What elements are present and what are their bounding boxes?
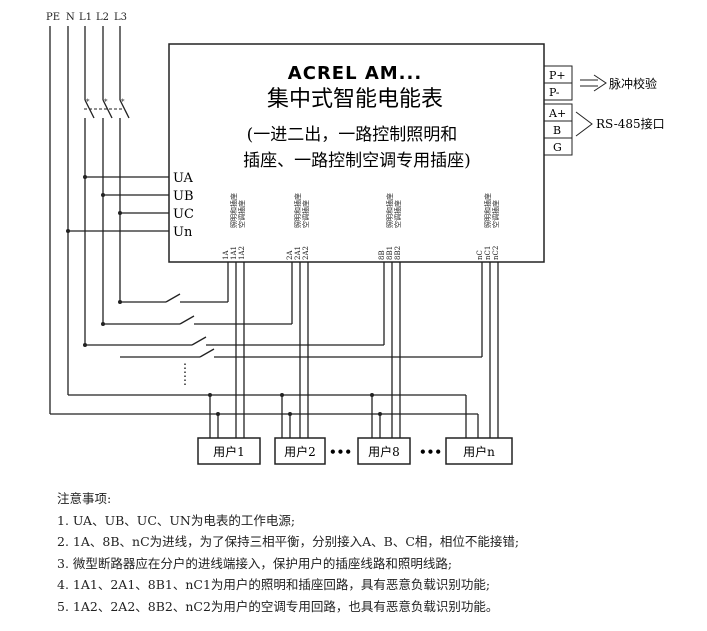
meter-model: ACREL AM... xyxy=(288,63,422,84)
user-box-8: 用户8 xyxy=(357,437,411,465)
svg-text:1A: 1A xyxy=(222,250,230,260)
bus-label-l3: L3 xyxy=(114,12,127,23)
user-label-n: 用户n xyxy=(463,444,495,459)
note-1: 1. UA、UB、UC、UN为电表的工作电源; xyxy=(57,512,296,528)
feeder-breakers: ⋮ ⋮ xyxy=(83,293,482,387)
terminal-group-n: nC nC1 nC2 照明和插座 空调插座 xyxy=(476,193,500,260)
bus-label-l1: L1 xyxy=(79,12,92,23)
svg-text:2A1: 2A1 xyxy=(294,246,302,260)
input-un: Un xyxy=(173,225,193,240)
rs485-label: RS-485接口 xyxy=(596,116,665,131)
svg-text:*: * xyxy=(104,98,108,106)
svg-text:空调插座: 空调插座 xyxy=(491,200,500,228)
note-3: 3. 微型断路器应在分户的进线端接入，保护用户的插座线路和照明线路; xyxy=(57,555,453,571)
note-4: 4. 1A1、2A1、8B1、nC1为用户的照明和插座回路，具有恶意负载识别功能… xyxy=(57,577,491,592)
meter-desc-line2: 插座、一路控制空调专用插座) xyxy=(243,151,471,171)
svg-text:nC: nC xyxy=(476,250,484,260)
note-5: 5. 1A2、2A2、8B2、nC2为用户的空调专用回路，也具有恶意负载识别功能… xyxy=(57,598,499,614)
svg-text:2A2: 2A2 xyxy=(302,246,310,260)
svg-text:*: * xyxy=(121,98,125,106)
notes-section: 注意事项: 1. UA、UB、UC、UN为电表的工作电源; 2. 1A、8B、n… xyxy=(57,488,519,617)
svg-text:空调插座: 空调插座 xyxy=(393,200,402,228)
user-label-1: 用户1 xyxy=(213,444,245,459)
input-ub: UB xyxy=(173,189,194,204)
svg-text:8B2: 8B2 xyxy=(394,246,402,260)
bus-lines xyxy=(49,26,121,414)
ellipsis-1: ••• xyxy=(329,445,352,459)
ellipsis-2: ••• xyxy=(419,445,442,459)
svg-text:照明和插座: 照明和插座 xyxy=(385,193,394,228)
svg-text:空调插座: 空调插座 xyxy=(301,200,310,228)
terminal-group-1: 1A 1A1 1A2 照明和插座 空调插座 xyxy=(222,193,246,260)
terminal-drops xyxy=(227,262,499,438)
svg-text:照明和插座: 照明和插座 xyxy=(483,193,492,228)
main-breaker: * * * xyxy=(84,98,130,119)
svg-text:8B: 8B xyxy=(378,250,386,260)
user-label-8: 用户8 xyxy=(368,444,400,459)
input-uc: UC xyxy=(173,207,194,222)
wiring-diagram: PE N L1 L2 L3 * * * ACREL AM... 集中式智能电能 xyxy=(46,12,665,465)
neutral-pe-distribution xyxy=(50,393,479,438)
bus-label-n: N xyxy=(66,12,75,23)
port-p-minus: P- xyxy=(549,86,560,99)
svg-text:nC2: nC2 xyxy=(492,246,500,260)
svg-text:2A: 2A xyxy=(286,250,294,260)
svg-text:照明和插座: 照明和插座 xyxy=(293,193,302,228)
bus-label-pe: PE xyxy=(46,12,60,23)
port-a-plus: A+ xyxy=(548,107,566,120)
user-box-n: 用户n xyxy=(445,437,513,465)
svg-text:nC1: nC1 xyxy=(484,246,492,260)
port-block xyxy=(543,65,573,156)
svg-text:8B1: 8B1 xyxy=(386,246,394,260)
terminal-group-2: 2A 2A1 2A2 照明和插座 空调插座 xyxy=(286,193,310,260)
port-p-plus: P+ xyxy=(549,69,566,82)
user-box-2: 用户2 xyxy=(274,437,326,465)
notes-title: 注意事项: xyxy=(57,491,112,506)
terminal-group-8: 8B 8B1 8B2 照明和插座 空调插座 xyxy=(378,193,402,260)
svg-text:1A1: 1A1 xyxy=(230,246,238,260)
svg-text:⋮: ⋮ xyxy=(179,361,191,375)
input-ua: UA xyxy=(173,171,194,186)
pulse-arrow xyxy=(580,74,607,92)
port-g: G xyxy=(553,141,562,154)
pulse-label: 脉冲校验 xyxy=(609,76,657,91)
meter-title: 集中式智能电能表 xyxy=(267,87,443,112)
svg-text:照明和插座: 照明和插座 xyxy=(229,193,238,228)
svg-text:空调插座: 空调插座 xyxy=(237,200,246,228)
note-2: 2. 1A、8B、nC为进线，为了保持三相平衡，分别接入A、B、C相，相位不能接… xyxy=(57,534,520,549)
meter-box xyxy=(168,43,545,263)
user-label-2: 用户2 xyxy=(284,444,316,459)
user-box-1: 用户1 xyxy=(197,437,261,465)
rs485-bracket xyxy=(575,111,593,137)
svg-text:*: * xyxy=(86,98,90,106)
port-b: B xyxy=(553,124,561,137)
meter-desc-line1: (一进二出，一路控制照明和 xyxy=(247,125,458,145)
meter-supply-wires xyxy=(66,175,169,233)
svg-text:⋮: ⋮ xyxy=(179,373,191,387)
svg-text:1A2: 1A2 xyxy=(238,246,246,260)
bus-label-l2: L2 xyxy=(96,12,109,23)
